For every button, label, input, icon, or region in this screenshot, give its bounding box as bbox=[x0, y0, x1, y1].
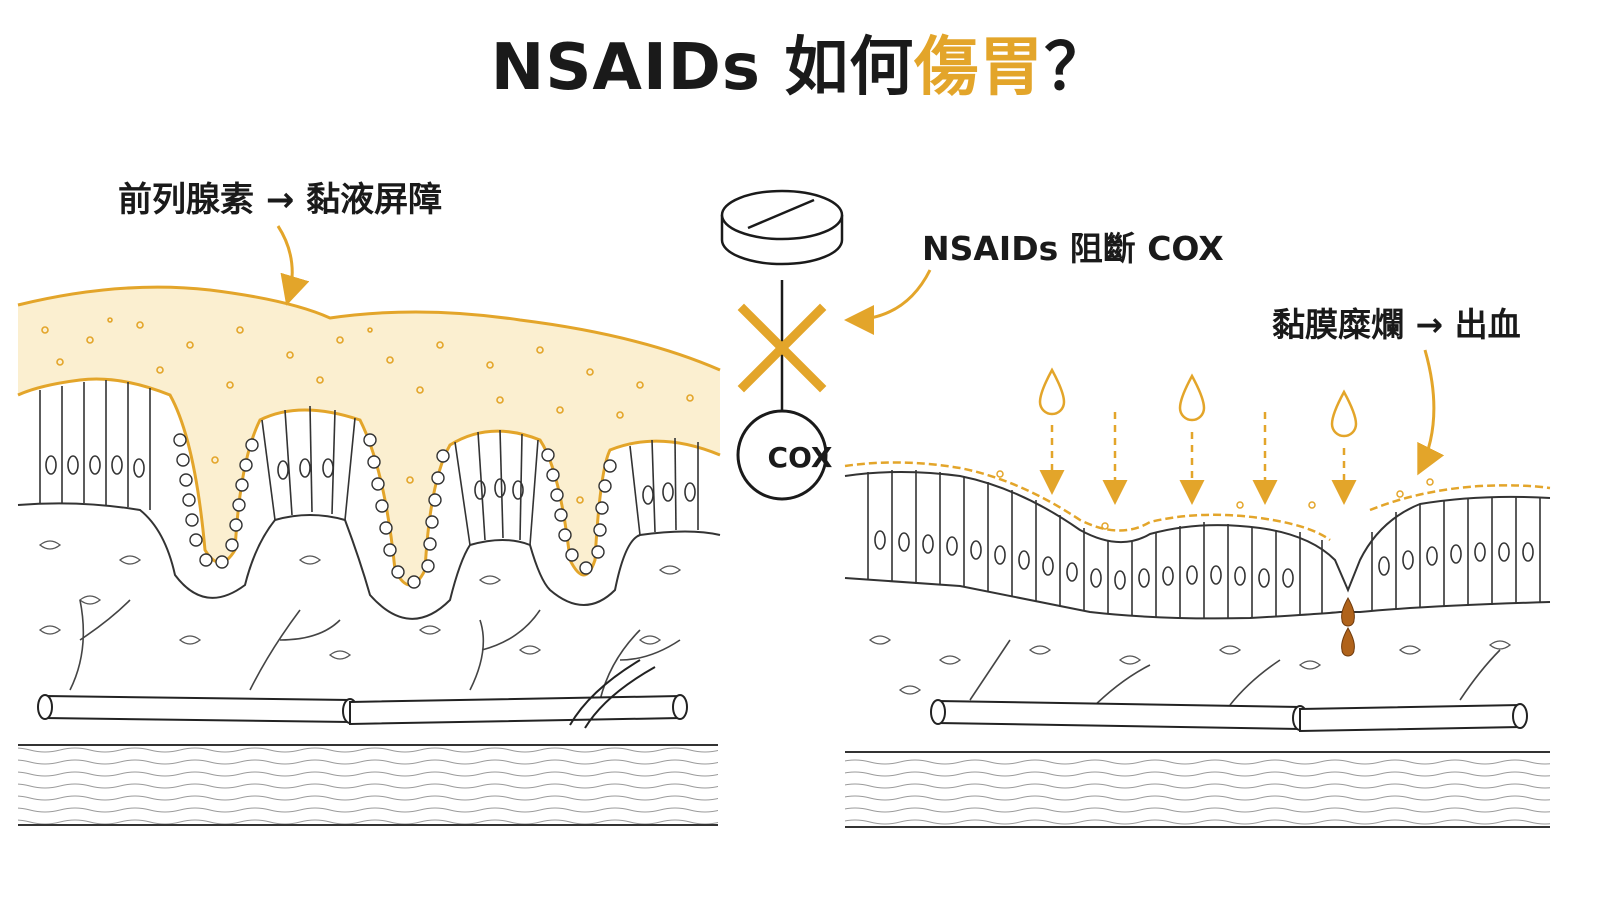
healthy-mucosa-panel bbox=[17, 225, 721, 826]
page-title: NSAIDs 如何傷胃？ bbox=[0, 18, 1600, 118]
epithelial-cells bbox=[39, 380, 699, 546]
cox-block-graphic bbox=[720, 189, 932, 501]
gland-crypts bbox=[173, 433, 617, 589]
thin-mucus-line bbox=[844, 461, 1551, 542]
capillaries bbox=[69, 599, 681, 701]
title-prefix: NSAIDs 如何 bbox=[490, 31, 915, 105]
damaged-mucosa-panel bbox=[844, 349, 1551, 828]
nsaid-block-label: NSAIDs 阻斷 COX bbox=[922, 229, 1224, 268]
damaged-blood-vessels bbox=[930, 699, 1528, 733]
cox-label: COX bbox=[767, 441, 833, 474]
block-x-icon bbox=[737, 303, 827, 393]
damaged-epithelium-base bbox=[844, 577, 1551, 620]
erosion-label: 黏膜糜爛 → 出血 bbox=[1272, 305, 1521, 344]
mucus-surface-line bbox=[17, 285, 721, 372]
blood-vessels bbox=[37, 659, 688, 729]
acid-arrows bbox=[1039, 412, 1357, 505]
cox-circle bbox=[736, 409, 828, 501]
prostaglandin-label: 前列腺素 → 黏液屏障 bbox=[118, 180, 443, 220]
muscle-layer bbox=[18, 745, 718, 825]
blood-drop-icon bbox=[1341, 596, 1355, 657]
acid-drop-icon bbox=[1038, 367, 1358, 438]
lamina-propria-cells bbox=[38, 540, 682, 660]
damaged-epithelial-cells bbox=[867, 470, 1541, 618]
damaged-lamina-propria-cells bbox=[868, 635, 1512, 695]
mucus-granules bbox=[41, 317, 694, 504]
erosion-pointer-arrow bbox=[1417, 349, 1445, 476]
acid-attack bbox=[996, 367, 1434, 530]
title-highlight: 傷胃 bbox=[914, 31, 1045, 105]
acid-dots bbox=[996, 470, 1434, 530]
nsaid-pointer-arrow bbox=[844, 269, 932, 335]
mucus-pointer-arrow bbox=[276, 225, 310, 306]
damaged-epithelium-top bbox=[844, 471, 1551, 593]
title-suffix: ？ bbox=[1044, 31, 1110, 105]
pill-icon bbox=[720, 189, 844, 266]
epithelium-base bbox=[17, 502, 721, 620]
damaged-muscle-layer bbox=[845, 752, 1550, 827]
